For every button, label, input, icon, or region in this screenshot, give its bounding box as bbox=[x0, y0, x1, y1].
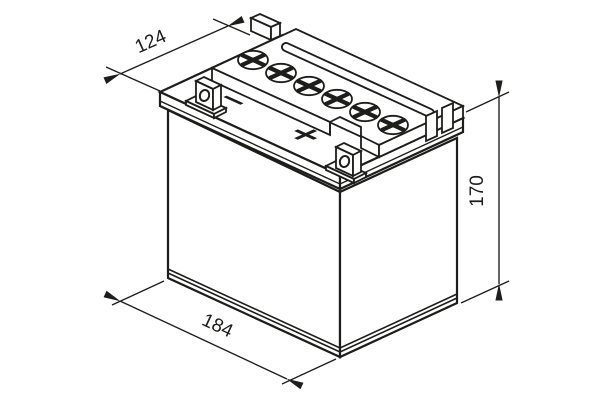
extension-line bbox=[281, 358, 337, 385]
extension-line bbox=[105, 66, 161, 92]
corner-plate bbox=[425, 109, 438, 143]
lid-seam-line bbox=[159, 100, 464, 185]
dimension-line bbox=[103, 290, 304, 390]
terminal-hole-icon bbox=[338, 154, 351, 169]
body-side-face bbox=[338, 136, 459, 359]
platform-terminal-recess bbox=[329, 115, 362, 136]
cell-cap bbox=[265, 62, 297, 84]
extension-line bbox=[111, 280, 165, 306]
cell-caps bbox=[237, 49, 409, 136]
extension-line bbox=[465, 91, 510, 113]
extension-line bbox=[212, 18, 251, 36]
cell-cap bbox=[349, 101, 381, 123]
vent-slot bbox=[281, 42, 435, 118]
cell-cap bbox=[321, 88, 353, 110]
dimension-depth-label: 124 bbox=[132, 26, 170, 58]
extension-line bbox=[460, 280, 510, 304]
terminal-hole-icon bbox=[198, 88, 211, 103]
cell-cap bbox=[237, 49, 269, 71]
cell-cap bbox=[293, 75, 325, 97]
corner-plate bbox=[441, 101, 454, 135]
dimension-height: 170 bbox=[460, 80, 510, 304]
dimension-length-label: 184 bbox=[199, 310, 237, 343]
cell-cap bbox=[377, 114, 409, 136]
positive-terminal bbox=[323, 141, 369, 185]
rear-tab bbox=[248, 13, 283, 42]
dimension-height-label: 170 bbox=[467, 175, 488, 207]
dimension-line bbox=[103, 16, 245, 84]
corner-plates bbox=[425, 101, 454, 143]
